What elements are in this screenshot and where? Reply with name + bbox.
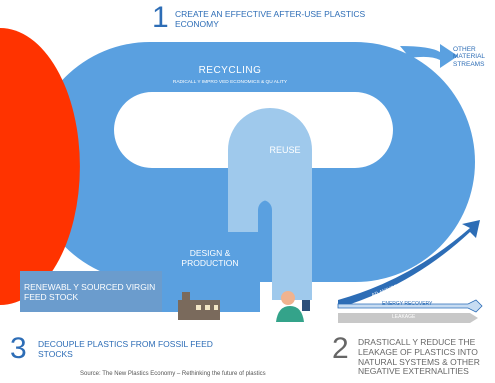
goal-2-number: 2 (332, 332, 349, 365)
reuse-label: REUSE (269, 145, 301, 155)
leakage-arrow (338, 313, 478, 323)
recycling-sublabel: RADICALL Y IMPRO VED ECONOMICS & QU ALIT… (172, 80, 288, 85)
recycling-loop (30, 42, 475, 282)
red-circle (0, 28, 80, 305)
factory-icon (178, 292, 220, 320)
goal-2-title: DRASTICALL Y REDUCE THE LEAKAGE OF PLAST… (358, 337, 480, 377)
goal-3-number: 3 (10, 332, 27, 365)
other-streams-arrow (400, 44, 458, 68)
goal-3-title: DECOUPLE PLASTICS FROM FOSSIL FEED STOCK… (38, 339, 213, 359)
recycling-label: RECYCLING (198, 65, 262, 76)
source-caption: Source: The New Plastics Economy – Rethi… (80, 371, 266, 377)
leakage-label: LEAKAGE (392, 314, 416, 320)
feedstock-box (20, 271, 162, 312)
composting-arrow (338, 220, 480, 308)
energy-arrow (337, 299, 483, 313)
feedstock-label: RENEWABL Y SOURCED VIRGIN FEED STOCK (24, 282, 156, 302)
person-icon (276, 291, 310, 322)
goal-1-title: CREATE AN EFFECTIVE AFTER-USE PLASTICS E… (175, 9, 366, 29)
other-streams-label: OTHER MATERIAL STREAMS (453, 46, 485, 68)
design-production-label: DESIGN & PRODUCTION (181, 248, 239, 268)
goal-1-number: 1 (152, 1, 169, 34)
energy-label: ENERGY RECOVERY (382, 301, 433, 307)
